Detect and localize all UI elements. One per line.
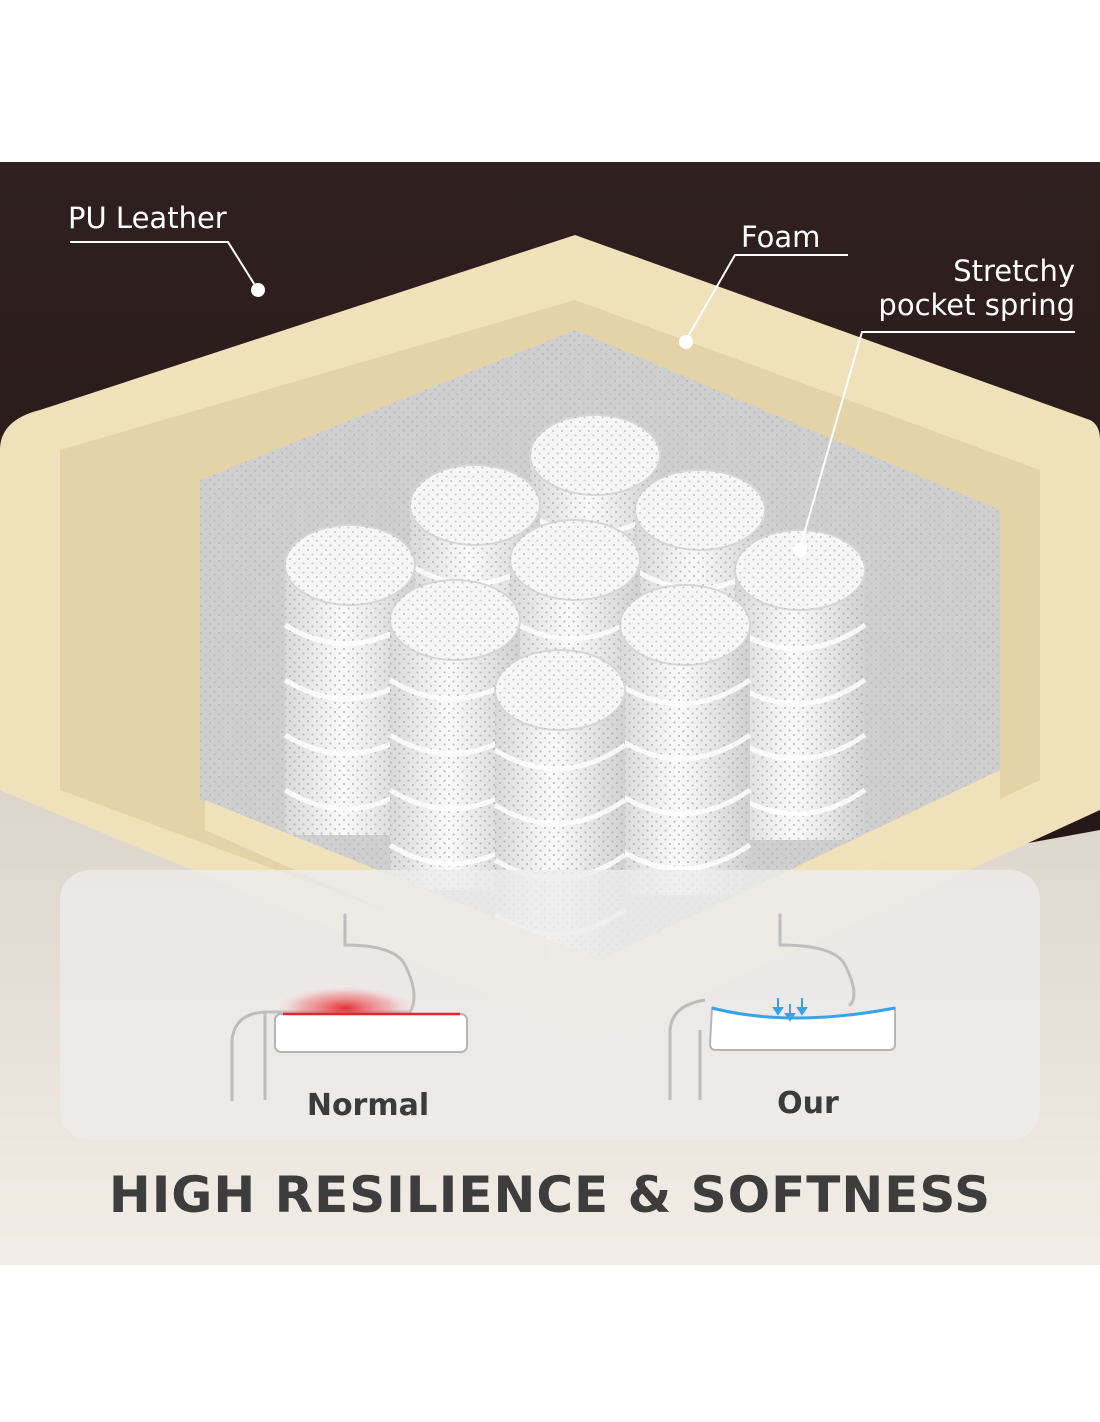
foam-callout-dot — [679, 335, 693, 349]
pocket-spring-callout-line2: pocket spring — [878, 288, 1075, 322]
callout-lines — [70, 241, 1075, 557]
headline: HIGH RESILIENCE & SOFTNESS — [108, 1166, 992, 1224]
our-label: Our — [777, 1086, 839, 1121]
normal-cushion — [274, 1013, 468, 1053]
pu-leather-callout: PU Leather — [68, 201, 227, 235]
spring-callout-dot — [793, 543, 807, 557]
pocket-spring — [620, 585, 750, 895]
top-margin — [0, 0, 1100, 162]
pocket-spring — [735, 530, 865, 840]
normal-seat-diagram — [230, 913, 468, 1102]
our-seat-diagram — [668, 913, 896, 1100]
foam-callout: Foam — [741, 220, 821, 254]
pressure-relief-arrows-icon — [772, 998, 808, 1022]
normal-label: Normal — [306, 1088, 430, 1123]
pocket-spring-callout-line1: Stretchy — [953, 254, 1075, 288]
leather-callout-dot — [251, 283, 265, 297]
comparison-panel — [60, 870, 1040, 1140]
